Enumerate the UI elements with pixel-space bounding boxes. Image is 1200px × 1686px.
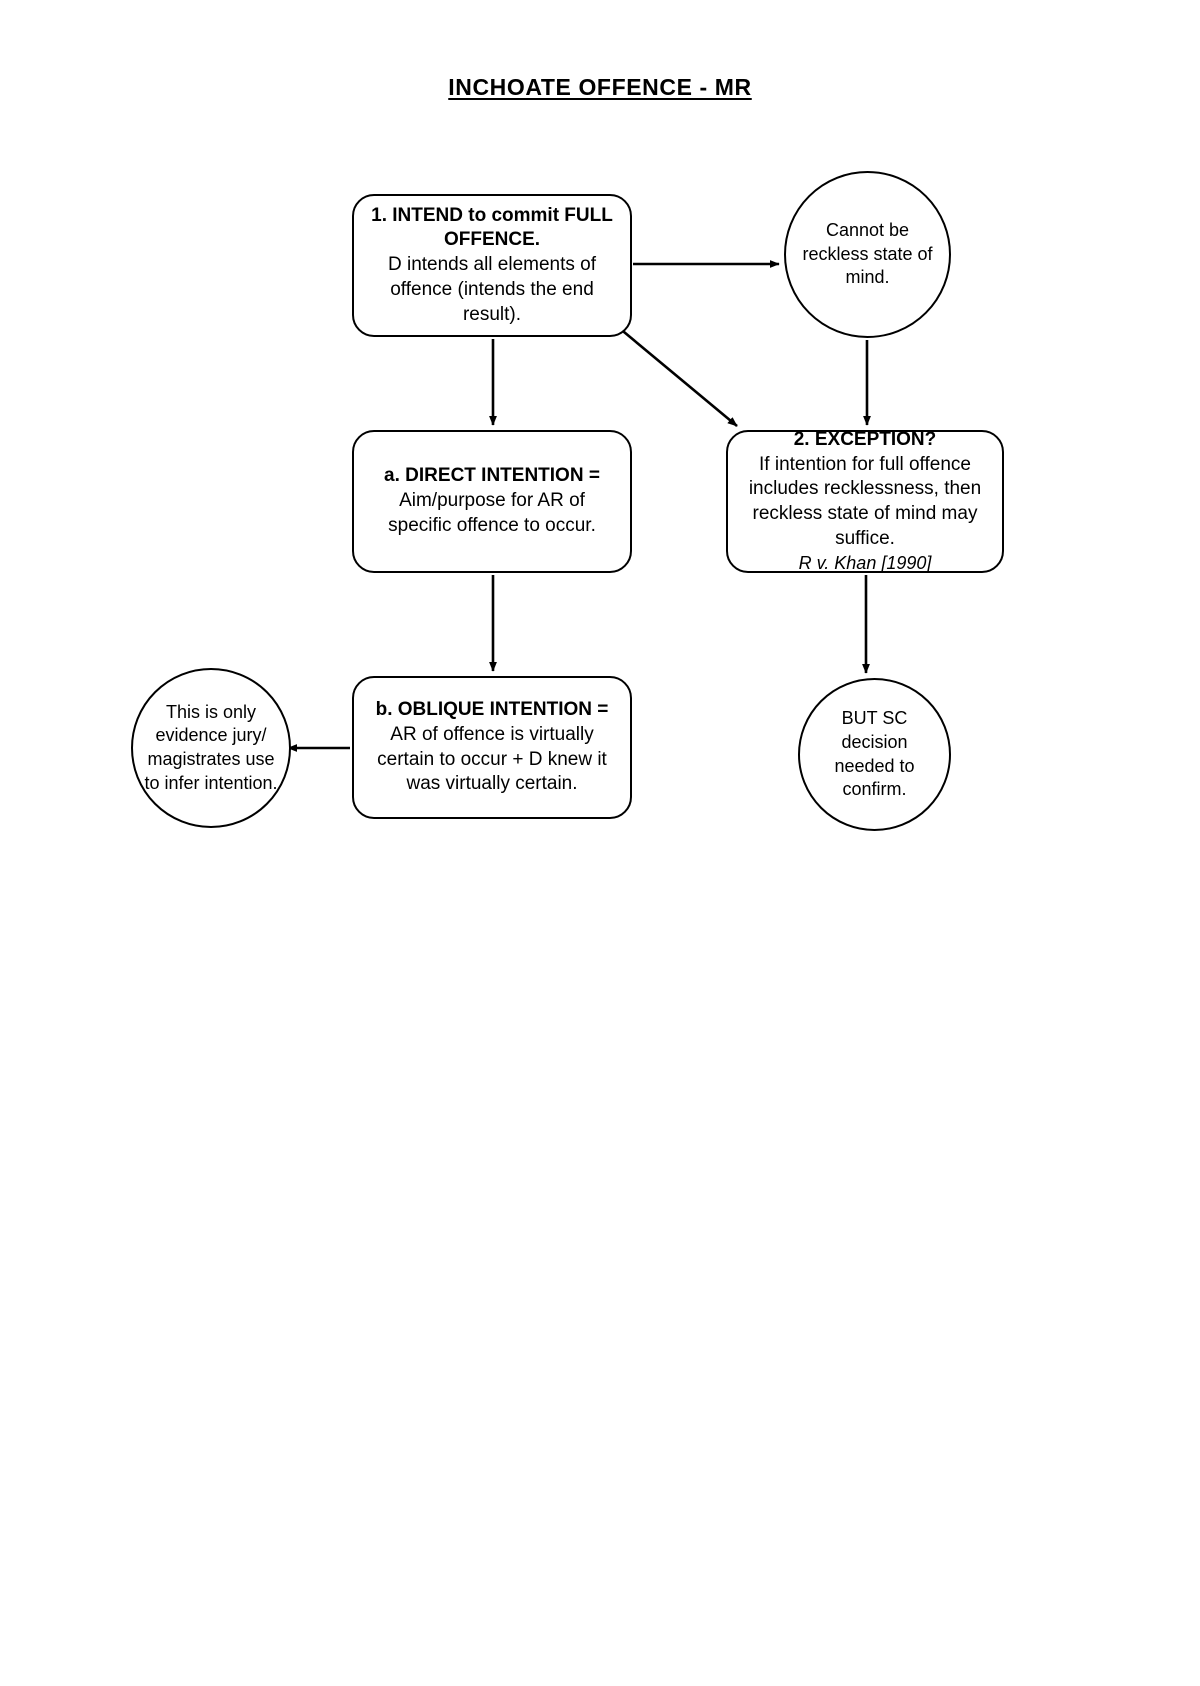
node-but-sc-body: BUT SC decision needed to confirm. <box>834 708 915 800</box>
node-exception-body: If intention for full offence includes r… <box>748 453 982 549</box>
node-direct-intention-body: Aim/purpose for AR of specific offence t… <box>388 490 596 536</box>
node-evidence-to-infer-intention[interactable]: This is only evidence jury/ magistrates … <box>131 668 291 828</box>
node-intend-body: D intends all elements of offence (inten… <box>387 254 597 325</box>
node-direct-intention-heading: a. DIRECT INTENTION = <box>384 465 600 487</box>
node-oblique-intention[interactable]: b. OBLIQUE INTENTION = AR of offence is … <box>352 676 632 819</box>
node-cannot-reckless-body: Cannot be reckless state of mind. <box>802 219 933 288</box>
node-oblique-intention-heading: b. OBLIQUE INTENTION = <box>375 699 609 721</box>
node-intend-heading: 1. INTEND to commit FULL OFFENCE. <box>371 204 613 251</box>
edge-intend-to-exception <box>617 326 738 427</box>
node-oblique-intention-body: AR of offence is virtually certain to oc… <box>377 723 607 795</box>
page-title: INCHOATE OFFENCE - MR <box>448 74 752 100</box>
node-evidence-infer-body: This is only evidence jury/ magistrates … <box>144 701 278 793</box>
node-exception-heading: 2. EXCEPTION? <box>793 429 937 451</box>
node-but-sc-decision[interactable]: BUT SC decision needed to confirm. <box>798 678 951 831</box>
node-intend-full-offence[interactable]: 1. INTEND to commit FULL OFFENCE. D inte… <box>352 194 632 337</box>
node-cannot-be-reckless[interactable]: Cannot be reckless state of mind. <box>784 171 951 338</box>
node-exception-citation: R v. Khan [1990] <box>798 552 932 573</box>
node-direct-intention[interactable]: a. DIRECT INTENTION = Aim/purpose for AR… <box>352 430 632 573</box>
node-exception[interactable]: 2. EXCEPTION? If intention for full offe… <box>726 429 1004 573</box>
